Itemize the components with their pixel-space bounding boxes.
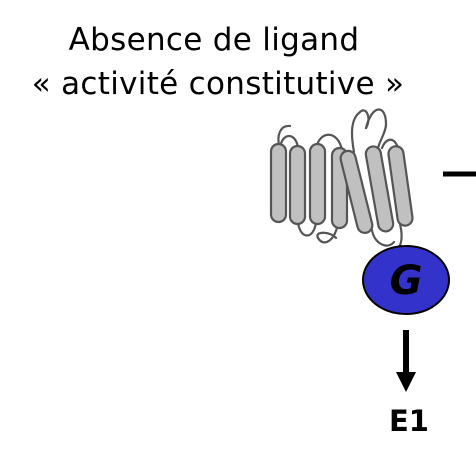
title-line-1: Absence de ligand	[68, 22, 360, 58]
helix-5	[339, 149, 374, 234]
g-protein: G	[362, 245, 450, 315]
helix-2	[288, 144, 307, 226]
helix-7	[387, 145, 414, 227]
g-protein-ellipse	[362, 245, 450, 315]
effector-label: E1	[389, 404, 429, 438]
helix-1	[269, 142, 288, 224]
g-protein-label: G	[390, 258, 423, 304]
helix-3	[308, 142, 327, 226]
activation-arrow	[396, 330, 416, 392]
helix-6	[364, 145, 395, 233]
title-line-2: « activité constitutive »	[31, 66, 405, 102]
receptor-helices	[269, 142, 414, 234]
